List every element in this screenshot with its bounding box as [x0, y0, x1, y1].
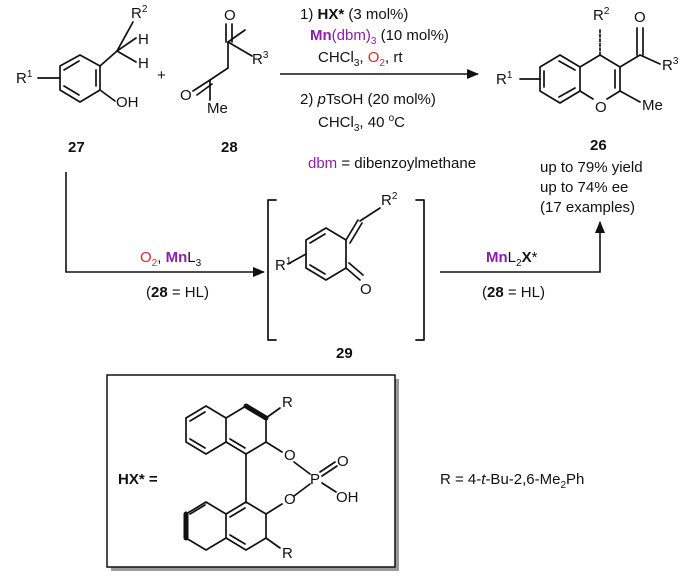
hydroxyl-label: OH	[336, 489, 359, 506]
step1-line3: CHCl3, O2, rt	[318, 49, 403, 69]
ee-text: up to 74% ee	[540, 179, 628, 196]
r2-label: R2	[593, 6, 610, 24]
left-mechanism-arrow	[65, 172, 265, 277]
right-bracket	[415, 199, 425, 341]
step1-line2: Mn(dbm)3 (10 mol%)	[310, 27, 449, 47]
plus-sign: +	[157, 67, 166, 84]
r3-label: R3	[662, 56, 679, 74]
r-group-definition: R = 4-t-Bu-2,6-Me2Ph	[440, 471, 584, 491]
dbm-definition: dbm = dibenzoylmethane	[308, 155, 476, 172]
compound-26-structure	[519, 27, 661, 104]
phosphorus-label: P	[310, 471, 320, 488]
oxygen-label: O	[634, 9, 646, 26]
oxygen-label: O	[180, 87, 192, 104]
compound-27-label: 27	[68, 139, 85, 156]
r3-label: R3	[252, 50, 269, 68]
h-label: H	[138, 55, 149, 72]
compound-29-label: 29	[336, 345, 353, 362]
oxygen-label: O	[284, 491, 296, 508]
left-bracket	[267, 199, 277, 341]
r2-label: R2	[381, 191, 398, 209]
yield-text: up to 79% yield	[540, 159, 643, 176]
step2-line1: 2) pTsOH (20 mol%)	[300, 91, 436, 108]
step1-line1: 1) HX* (3 mol%)	[300, 6, 408, 23]
compound-26-label: 26	[590, 137, 607, 154]
right-arrow-note: (28 = HL)	[482, 284, 545, 301]
compound-28-structure	[192, 23, 253, 101]
methyl-label: Me	[642, 97, 663, 114]
left-arrow-note: (28 = HL)	[146, 284, 209, 301]
binol-phosphoric-acid-structure	[183, 403, 338, 551]
oxygen-label: O	[337, 453, 349, 470]
r-label: R	[282, 394, 293, 411]
r-label: R	[282, 545, 293, 562]
right-arrow-reagents: MnL2X*	[486, 249, 538, 269]
oxygen-label: O	[224, 7, 236, 24]
compound-27-structure	[37, 21, 137, 103]
carbonyl-oxygen-label: O	[360, 281, 372, 298]
r1-label: R1	[275, 256, 292, 274]
r1-label: R1	[496, 70, 513, 88]
right-mechanism-arrow	[440, 221, 605, 273]
examples-text: (17 examples)	[540, 199, 635, 216]
ring-oxygen-label: O	[595, 99, 607, 116]
catalyst-label: HX* =	[118, 471, 158, 488]
oxygen-label: O	[284, 447, 296, 464]
h-label: H	[138, 31, 149, 48]
compound-29-structure	[287, 207, 381, 281]
left-arrow-reagents: O2, MnL3	[140, 249, 202, 269]
r2-label: R2	[131, 4, 148, 22]
r1-label: R1	[16, 69, 33, 87]
compound-28-label: 28	[221, 139, 238, 156]
step2-line2: CHCl3, 40 oC	[318, 113, 405, 134]
hydroxyl-label: OH	[116, 94, 139, 111]
methyl-label: Me	[207, 100, 228, 117]
